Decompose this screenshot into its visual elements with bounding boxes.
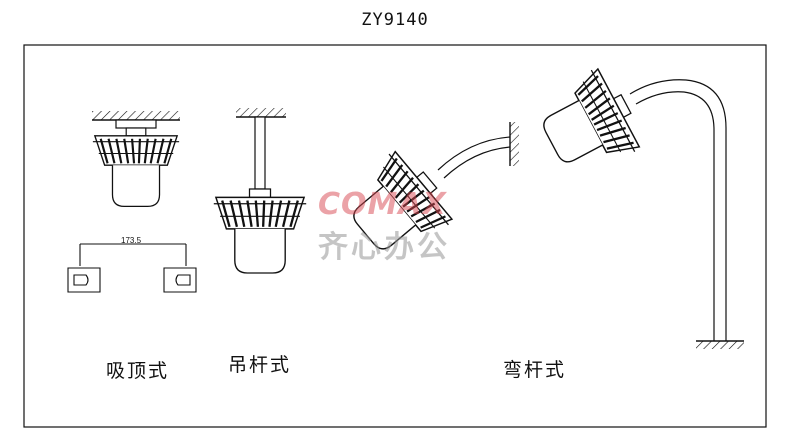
bracket-dimension-detail: [67, 243, 197, 293]
ceiling-mount-lamp: [91, 111, 181, 208]
dimension-label: 173.5: [121, 236, 142, 245]
wall-arm-lamp: [334, 122, 519, 271]
caption-bent-pole: 弯杆式: [503, 359, 567, 381]
drawing-frame: [23, 44, 767, 428]
pendant-lamp: [212, 108, 308, 275]
caption-ceiling-mount: 吸顶式: [106, 360, 170, 382]
watermark-brand: COMAX: [318, 187, 447, 222]
drawing-title: ZY9140: [361, 10, 429, 30]
caption-pendant: 吊杆式: [228, 354, 292, 376]
watermark-chinese: 齐心办公: [318, 230, 450, 265]
bent-pole-lamp: [528, 62, 744, 349]
